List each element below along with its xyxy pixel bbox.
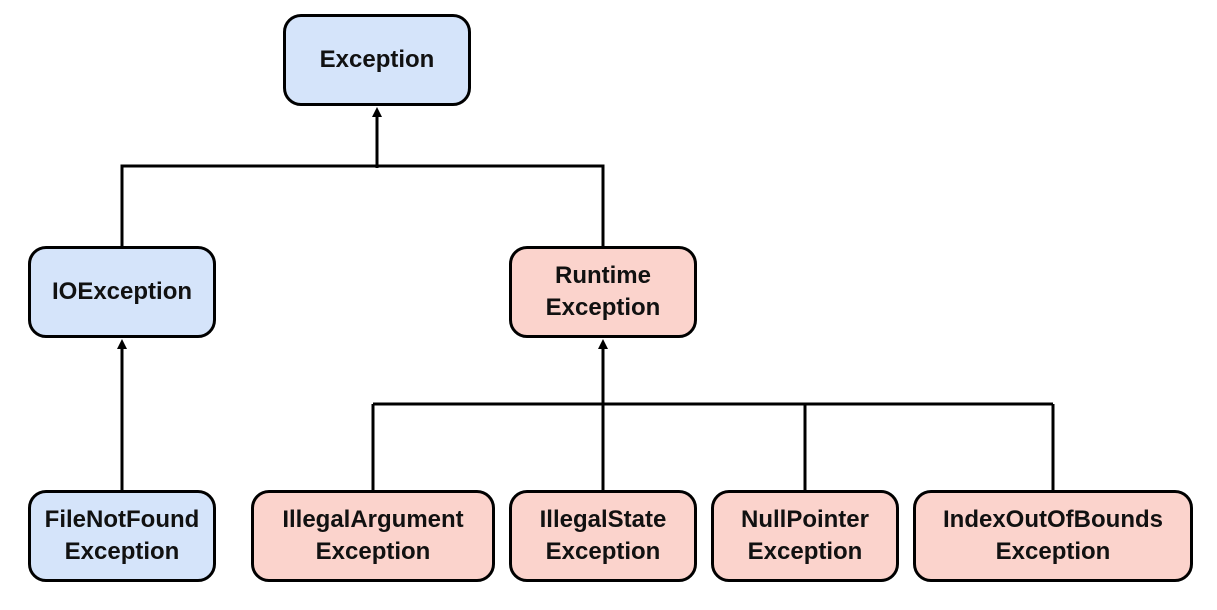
node-nullpointerexception: NullPointer Exception [711, 490, 899, 582]
connector-runtime-to-junction [377, 164, 605, 246]
node-indexoutofboundsexception: IndexOutOfBounds Exception [913, 490, 1193, 582]
node-runtimeexception: Runtime Exception [509, 246, 697, 338]
node-illegalargumentexception: IllegalArgument Exception [251, 490, 495, 582]
node-ioexception: IOException [28, 246, 216, 338]
node-filenotfoundexception: FileNotFound Exception [28, 490, 216, 582]
connector-io-to-junction [120, 164, 377, 246]
node-illegalstateexception: IllegalState Exception [509, 490, 697, 582]
node-exception: Exception [283, 14, 471, 106]
